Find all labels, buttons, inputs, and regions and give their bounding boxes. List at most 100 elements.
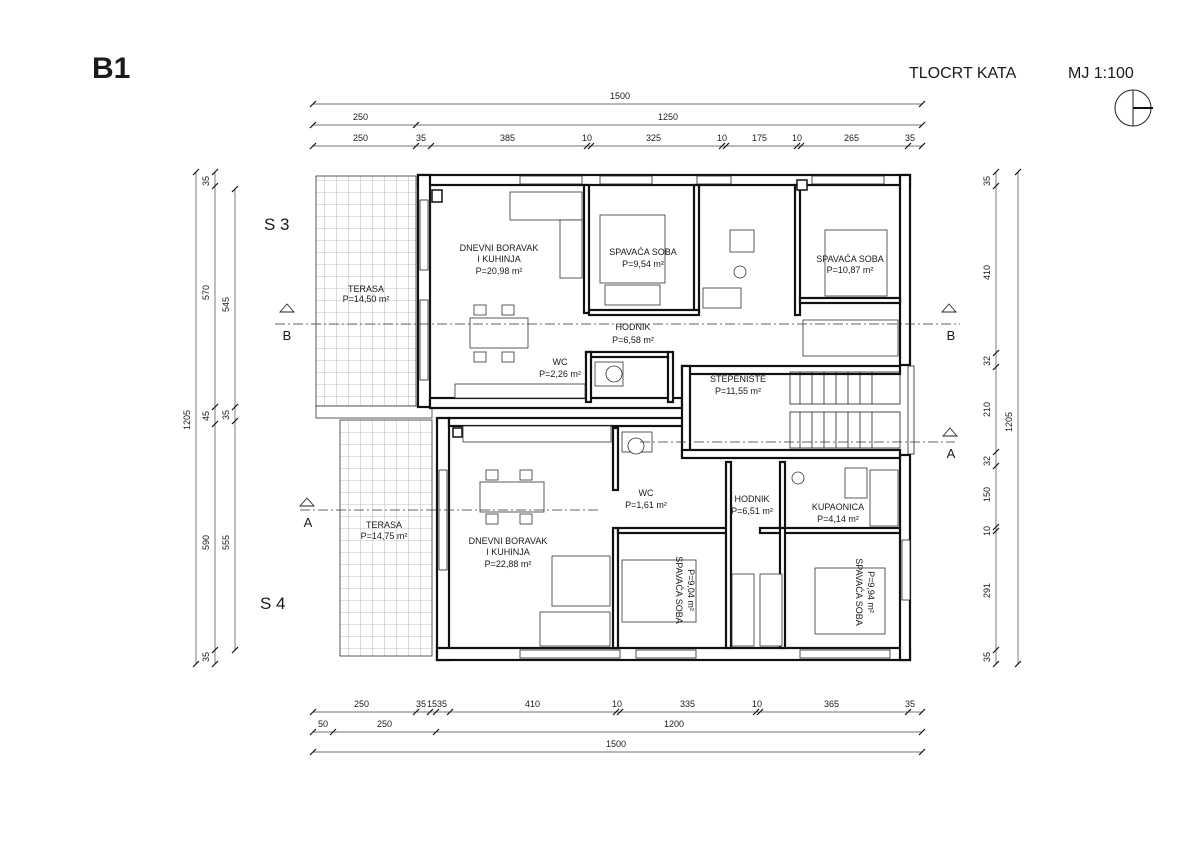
dim-top-r3-5: 325	[646, 133, 661, 143]
dim-bot-r2-2: 250	[377, 719, 392, 729]
svg-text:I KUHINJA: I KUHINJA	[486, 547, 530, 557]
svg-text:DNEVNI BORAVAK: DNEVNI BORAVAK	[469, 536, 548, 546]
dim-top-r3-9: 265	[844, 133, 859, 143]
svg-text:I KUHINJA: I KUHINJA	[477, 254, 521, 264]
dim-bot-total: 1500	[606, 739, 626, 749]
dim-bot-r2-3: 1200	[664, 719, 684, 729]
dim-top-r3-3: 385	[500, 133, 515, 143]
room-terrace-bottom: TERASA P=14,75 m²	[361, 520, 408, 541]
svg-text:SPAVAĆA SOBA: SPAVAĆA SOBA	[609, 247, 677, 257]
svg-text:P=9,04 m²: P=9,04 m²	[686, 569, 696, 611]
section-marker-a-left: A	[299, 497, 315, 530]
dim-left-m1: 35	[201, 176, 211, 186]
room-bedroom2-top: SPAVAĆA SOBA P=10,87 m²	[816, 254, 884, 275]
svg-text:SPAVAĆA SOBA: SPAVAĆA SOBA	[854, 558, 864, 626]
dim-bot-r1-10: 35	[905, 699, 915, 709]
plan-scale: MJ 1:100	[1068, 65, 1134, 82]
dim-top-total: 1500	[610, 91, 630, 101]
dimensions-right: 35 410 32 210 32 150 10 291 35 1205	[982, 168, 1022, 668]
dim-bot-r1-3: 15	[427, 699, 437, 709]
svg-text:TERASA: TERASA	[348, 284, 384, 294]
plan-title: TLOCRT KATA	[909, 65, 1017, 82]
svg-text:HODNIK: HODNIK	[615, 322, 650, 332]
dim-right-6: 150	[982, 487, 992, 502]
terrace-top	[315, 175, 417, 407]
terrace-bottom	[339, 419, 433, 657]
svg-text:P=14,75 m²: P=14,75 m²	[361, 531, 408, 541]
dim-left-m5: 35	[201, 652, 211, 662]
furniture-bottom	[462, 425, 899, 647]
svg-text:TERASA: TERASA	[366, 520, 402, 530]
dim-bot-r2-1: 50	[318, 719, 328, 729]
dim-bot-r1-4: 35	[437, 699, 447, 709]
unit-label-upper: S 3	[264, 215, 290, 234]
dim-top-r3-8: 10	[792, 133, 802, 143]
dimensions-left: 1205 35 570 45 590 35 545 35 555	[182, 168, 239, 668]
room-living-bottom: DNEVNI BORAVAK I KUHINJA P=22,88 m²	[469, 536, 548, 569]
dim-right-7: 10	[982, 526, 992, 536]
staircase	[789, 371, 901, 449]
dim-left-i3: 555	[221, 535, 231, 550]
dim-left-i2: 35	[221, 410, 231, 420]
room-bedroom1-top: SPAVAĆA SOBA P=9,54 m²	[609, 247, 677, 269]
svg-text:SPAVAĆA SOBA: SPAVAĆA SOBA	[816, 254, 884, 264]
dim-bot-r1-7: 335	[680, 699, 695, 709]
orientation-icon	[1114, 89, 1153, 127]
dimensions-bottom: 250 35 15 35 410 10 335 10 365 35 50 250…	[309, 699, 926, 756]
section-label-a-left: A	[304, 515, 313, 530]
room-stairs: STEPENIŠTE P=11,55 m²	[710, 374, 766, 396]
svg-text:P=10,87 m²: P=10,87 m²	[827, 265, 874, 275]
svg-text:P=11,55 m²: P=11,55 m²	[715, 386, 761, 396]
svg-text:P=6,51 m²: P=6,51 m²	[731, 506, 773, 516]
dim-right-2: 410	[982, 265, 992, 280]
dim-top-r3-2: 35	[416, 133, 426, 143]
dim-right-8: 291	[982, 583, 992, 598]
vent-shaft-bottom	[452, 427, 463, 438]
svg-text:DNEVNI BORAVAK: DNEVNI BORAVAK	[460, 243, 539, 253]
dim-left-m4: 590	[201, 535, 211, 550]
dim-left-m2: 570	[201, 285, 211, 300]
dim-right-5: 32	[982, 456, 992, 466]
svg-text:P=20,98 m²: P=20,98 m²	[476, 266, 523, 276]
dim-bot-r1-2: 35	[416, 699, 426, 709]
room-hall-top: HODNIK P=6,58 m²	[612, 322, 654, 345]
room-bathroom-bottom: KUPAONICA P=4,14 m²	[812, 502, 864, 524]
room-wc-bottom: WC P=1,61 m²	[625, 488, 667, 510]
dim-bot-r1-9: 365	[824, 699, 839, 709]
svg-text:STEPENIŠTE: STEPENIŠTE	[710, 374, 766, 384]
dim-top-r2-b: 1250	[658, 112, 678, 122]
room-bedroom2-bottom: SPAVAĆA SOBA P=9,94 m²	[854, 558, 876, 626]
section-marker-b-right: B	[941, 303, 957, 343]
dim-right-9: 35	[982, 652, 992, 662]
dim-bot-r1-8: 10	[752, 699, 762, 709]
dim-top-r3-4: 10	[582, 133, 592, 143]
svg-text:WC: WC	[639, 488, 654, 498]
section-label-b-left: B	[283, 328, 292, 343]
dim-bot-r1-1: 250	[354, 699, 369, 709]
svg-text:HODNIK: HODNIK	[734, 494, 769, 504]
terrace-top-parapet	[315, 405, 433, 419]
svg-text:SPAVAĆA SOBA: SPAVAĆA SOBA	[674, 556, 684, 624]
section-marker-b-left: B	[279, 303, 295, 343]
furniture-top	[454, 191, 899, 399]
svg-text:KUPAONICA: KUPAONICA	[812, 502, 864, 512]
dim-bot-r1-5: 410	[525, 699, 540, 709]
unit-label-lower: S 4	[260, 594, 286, 613]
room-hall-bottom: HODNIK P=6,51 m²	[731, 494, 773, 516]
svg-text:P=22,88 m²: P=22,88 m²	[485, 559, 532, 569]
dimensions-top: 1500 250 1250 250 35 385 10 325 10 175 1…	[309, 91, 926, 150]
svg-text:WC: WC	[553, 357, 568, 367]
dim-left-i1: 545	[221, 297, 231, 312]
dim-bot-r1-6: 10	[612, 699, 622, 709]
section-marker-a-right: A	[942, 427, 958, 461]
dim-top-r3-6: 10	[717, 133, 727, 143]
svg-text:P=4,14 m²: P=4,14 m²	[817, 514, 859, 524]
dim-top-r3-1: 250	[353, 133, 368, 143]
vent-shaft-top	[431, 189, 443, 203]
dim-left-total: 1205	[182, 410, 192, 430]
svg-text:P=14,50 m²: P=14,50 m²	[343, 294, 390, 304]
dim-left-m3: 45	[201, 411, 211, 421]
dim-right-1: 35	[982, 176, 992, 186]
section-label-b-right: B	[947, 328, 956, 343]
